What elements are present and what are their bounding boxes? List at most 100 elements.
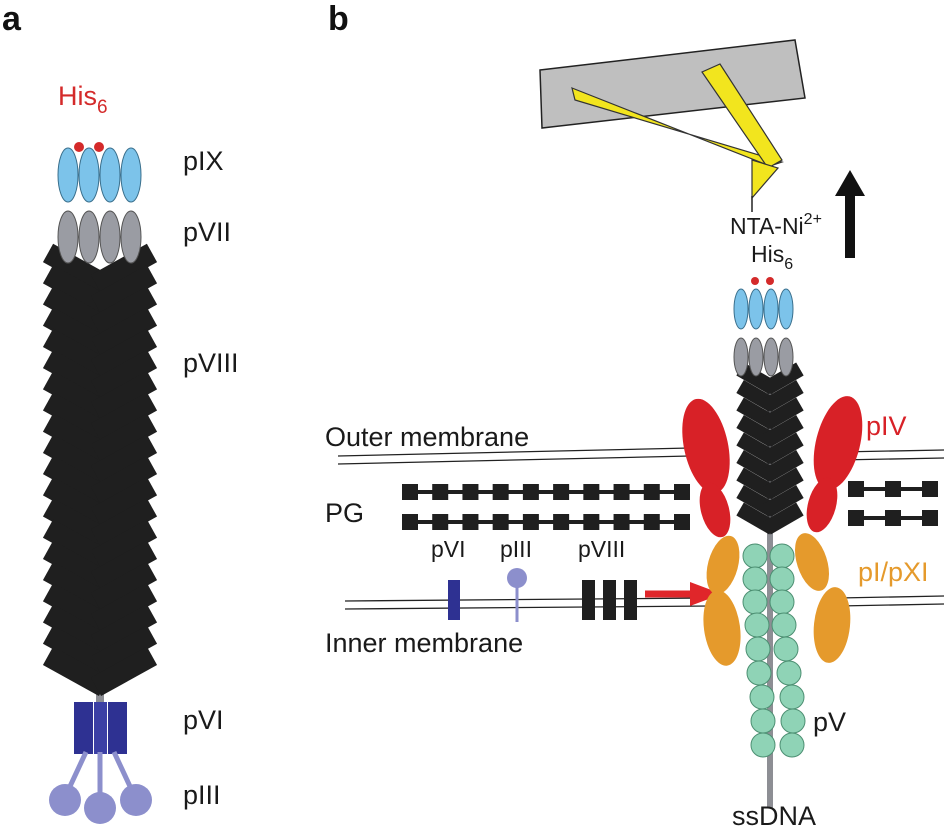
panel-b-pix-group: [733, 288, 794, 330]
membrane-piii-label: pIII: [500, 536, 532, 562]
panel-a-his6-base: His: [58, 81, 97, 111]
panel-a-pviii-subunit-right: [90, 243, 158, 294]
panel-a-piii-group: [49, 750, 152, 824]
panel-b-pix-subunit: [778, 288, 794, 330]
afm-cantilever-arm: [571, 87, 784, 167]
panel-b-pviii-stack: [736, 362, 804, 535]
pi-pxi-complex: [703, 533, 851, 666]
panel-b-pvii-subunit: [778, 337, 794, 377]
panel-a-pviii-subunit-right: [90, 604, 158, 654]
panel-a-pviii-subunit-left: [42, 264, 110, 315]
afm-chip: [539, 39, 806, 129]
pg-sugar-unit: [613, 514, 630, 530]
panel-b-pviii-subunit-right: [763, 502, 804, 535]
panel-a-pvii-subunit: [78, 210, 100, 264]
panel-a-pvi-subunit: [108, 702, 127, 754]
panel-a-pvii-subunit: [120, 210, 142, 264]
panel-a-pviii-subunit-right: [90, 286, 158, 336]
pg-sugar-unit: [885, 481, 901, 497]
pv-bead: [749, 684, 775, 710]
panel-a-pviii-subunit-right: [90, 646, 158, 696]
pv-bead: [750, 732, 776, 758]
membrane-piii-head: [507, 568, 527, 588]
panel-a-pviii-subunit-left: [42, 498, 110, 548]
pv-bead: [746, 660, 772, 686]
panel-a-pviii-subunit-right: [90, 455, 158, 506]
afm-tip: [751, 159, 780, 200]
panel-a-label-pix: pIX: [183, 146, 224, 176]
pv-bead: [769, 589, 795, 615]
panel-a-pviii-subunit-right: [90, 561, 158, 612]
panel-a-his6-label: His6: [58, 81, 108, 118]
pi-pxi-label: pI/pXI: [858, 557, 929, 587]
pg-sugar-unit: [492, 514, 509, 530]
panel-b-pviii-subunit-right: [763, 450, 804, 482]
panel-a-pviii-subunit-left: [42, 286, 110, 336]
panel-a-pix-subunit: [120, 147, 142, 203]
panel-a-pix-subunit: [78, 147, 100, 203]
inner-membrane-line: [837, 595, 945, 599]
panel-b-pviii-subunit-right: [763, 362, 804, 395]
pv-bead: [742, 566, 768, 592]
panel-a-pviii-subunit-right: [90, 519, 158, 569]
panel-a-pviii-subunit-left: [42, 434, 110, 484]
pv-bead: [745, 636, 771, 662]
panel-a-pviii-subunit-left: [42, 604, 110, 654]
membrane-pviii-subunit: [624, 580, 637, 620]
pg-sugar-unit: [432, 484, 449, 500]
panel-a-pviii-subunit-left: [42, 328, 110, 378]
panel-a-pviii-subunit-right: [90, 307, 158, 357]
panel-a-pviii-subunit-right: [90, 582, 158, 633]
panel-a-pviii-subunit-left: [42, 561, 110, 612]
panel-a-pviii-subunit-left: [42, 413, 110, 463]
piv-channel: [682, 396, 863, 538]
pi-pxi-subunit: [794, 533, 830, 591]
pg-sugar-unit: [402, 484, 418, 500]
panel-a-pix-subunit: [57, 147, 79, 203]
panel-a-pix-subunit: [99, 147, 121, 203]
panel-b-pviii-subunit-right: [763, 467, 804, 500]
pv-bead: [780, 708, 806, 734]
insertion-arrow-head: [690, 582, 722, 606]
panel-a-pix-group: [57, 147, 142, 203]
panel-a-pvii-subunit: [99, 210, 121, 264]
insertion-arrow: [645, 582, 722, 606]
pull-arrow-shaft: [845, 190, 855, 258]
panel-b-pix-subunit: [748, 288, 764, 330]
panel-a-pvi-subunit: [74, 702, 93, 754]
pg-sugar-unit: [462, 514, 479, 530]
peptidoglycan-layer: [402, 481, 938, 530]
membrane-pviii-label: pVIII: [578, 536, 625, 562]
panel-a-pvi-subunit: [94, 702, 107, 754]
pg-sugar-unit: [674, 484, 690, 500]
pg-sugar-unit: [643, 514, 660, 530]
pv-bead: [744, 612, 770, 638]
panel-a-piii-head: [84, 792, 116, 824]
ssdna-label: ssDNA: [732, 801, 816, 831]
panel-b: b NTA-Ni2+ His6 Outer membr: [325, 0, 945, 831]
panel-a-pviii-subunit-left: [42, 625, 110, 675]
pi-pxi-subunit: [706, 535, 740, 595]
nta-ni-sup: 2+: [804, 211, 822, 228]
pg-sugar-unit: [848, 481, 864, 497]
pg-sugar-unit: [553, 484, 570, 500]
inner-membrane-line: [344, 597, 711, 602]
panel-a-pviii-subunit-right: [90, 413, 158, 463]
pv-bead: [742, 589, 768, 615]
panel-a-label-piii: pIII: [183, 780, 221, 810]
outer-membrane-line: [337, 447, 691, 457]
panel-b-his6-label: His6: [751, 241, 793, 273]
panel-a-his-tag-dot: [74, 142, 84, 152]
pv-bead: [742, 543, 768, 569]
panel-b-pvii-subunit: [763, 337, 779, 377]
pg-sugar-unit: [922, 481, 938, 497]
outer-membrane-line: [337, 455, 691, 465]
panel-b-his-tag-dot: [751, 277, 759, 285]
panel-b-pviii-subunit-right: [763, 397, 804, 430]
panel-b-pviii-subunit-right: [763, 380, 804, 412]
pg-sugar-unit: [613, 484, 630, 500]
panel-a-his6-sub: 6: [97, 97, 108, 118]
pg-sugar-unit: [848, 510, 864, 526]
piv-subunit-right-lower: [806, 477, 838, 533]
pv-bead: [776, 660, 802, 686]
